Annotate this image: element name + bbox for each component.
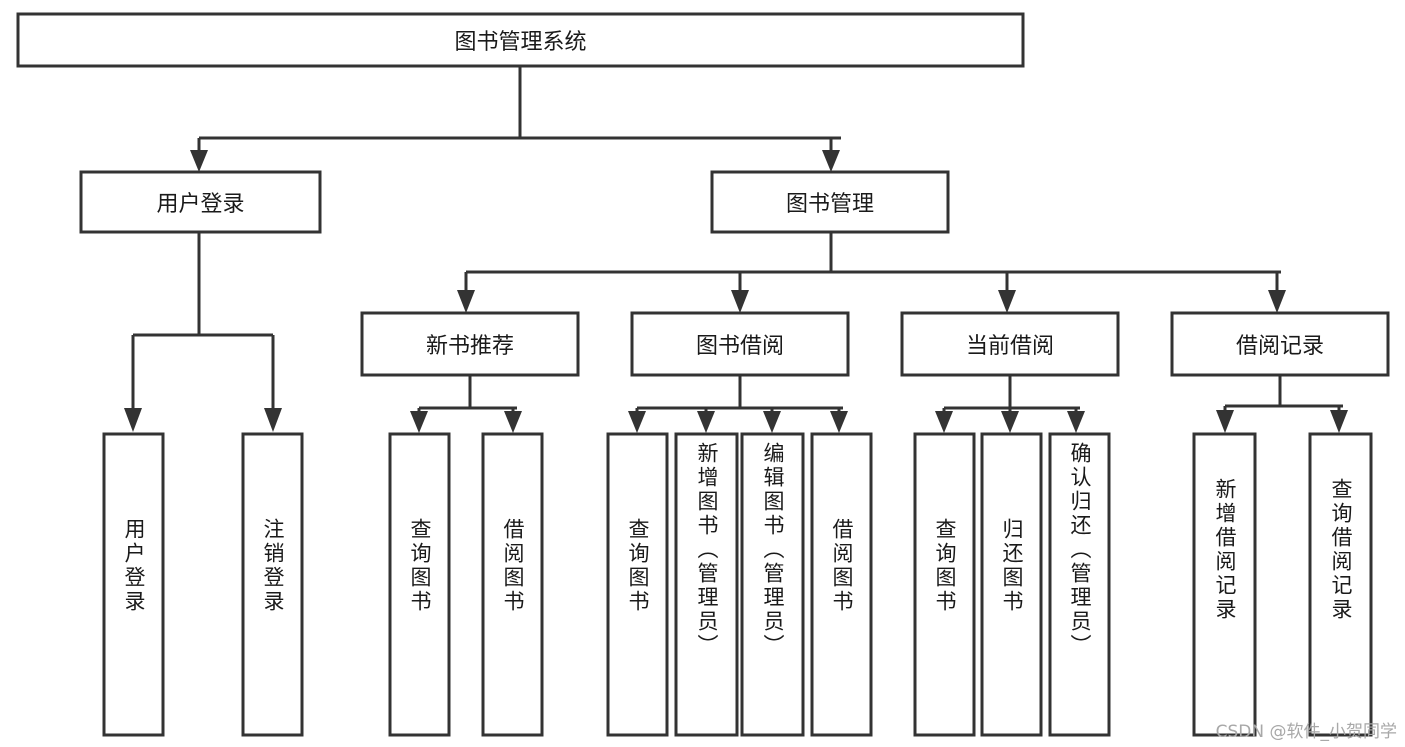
- arrow-head-current-borrow: [998, 290, 1016, 313]
- arrow-head-leaf-query-record: [1330, 410, 1348, 433]
- arrow-head-leaf-return-book: [1001, 411, 1019, 433]
- node-leaf-query-record[interactable]: [1308, 432, 1373, 737]
- arrow-head-leaf-borrow-book-2: [830, 411, 848, 433]
- node-book-borrow[interactable]: [630, 311, 850, 377]
- arrow-head-leaf-logout: [264, 408, 282, 432]
- node-leaf-borrow-book-1[interactable]: [481, 432, 544, 737]
- node-borrow-record[interactable]: [1170, 311, 1390, 377]
- node-leaf-return-book[interactable]: [980, 432, 1043, 737]
- node-book-manage[interactable]: [710, 170, 950, 234]
- node-leaf-query-book-1[interactable]: [388, 432, 451, 737]
- node-leaf-borrow-book-2[interactable]: [810, 432, 873, 737]
- arrow-head-leaf-query-book-1: [410, 411, 428, 433]
- arrow-head-leaf-user-login: [124, 408, 142, 432]
- node-new-book-rec[interactable]: [360, 311, 580, 377]
- arrow-head-leaf-add-record: [1216, 410, 1234, 433]
- node-root[interactable]: [16, 12, 1025, 68]
- arrow-head-borrow-record: [1268, 290, 1286, 313]
- arrow-head-leaf-query-book-2: [628, 411, 646, 433]
- node-leaf-query-book-3[interactable]: [913, 432, 976, 737]
- node-box-group: [16, 12, 1390, 737]
- node-leaf-logout[interactable]: [241, 432, 304, 737]
- node-leaf-add-record[interactable]: [1192, 432, 1257, 737]
- arrow-head-leaf-borrow-book-1: [504, 411, 522, 433]
- node-leaf-edit-book[interactable]: [740, 432, 805, 737]
- arrow-head-book-manage: [822, 150, 840, 172]
- arrow-head-leaf-edit-book: [763, 411, 781, 433]
- node-user-login[interactable]: [79, 170, 322, 234]
- connector-group: [124, 66, 1348, 433]
- node-leaf-user-login[interactable]: [102, 432, 165, 737]
- arrow-head-book-borrow: [731, 290, 749, 313]
- node-leaf-add-book[interactable]: [674, 432, 739, 737]
- arrow-head-leaf-add-book: [697, 411, 715, 433]
- arrow-head-user-login: [190, 150, 208, 172]
- node-leaf-confirm-return[interactable]: [1048, 432, 1111, 737]
- node-leaf-query-book-2[interactable]: [606, 432, 669, 737]
- node-current-borrow[interactable]: [900, 311, 1120, 377]
- arrow-head-leaf-query-book-3: [935, 411, 953, 433]
- arrow-head-leaf-confirm-return: [1067, 411, 1085, 433]
- arrow-head-new-book-rec: [457, 290, 475, 313]
